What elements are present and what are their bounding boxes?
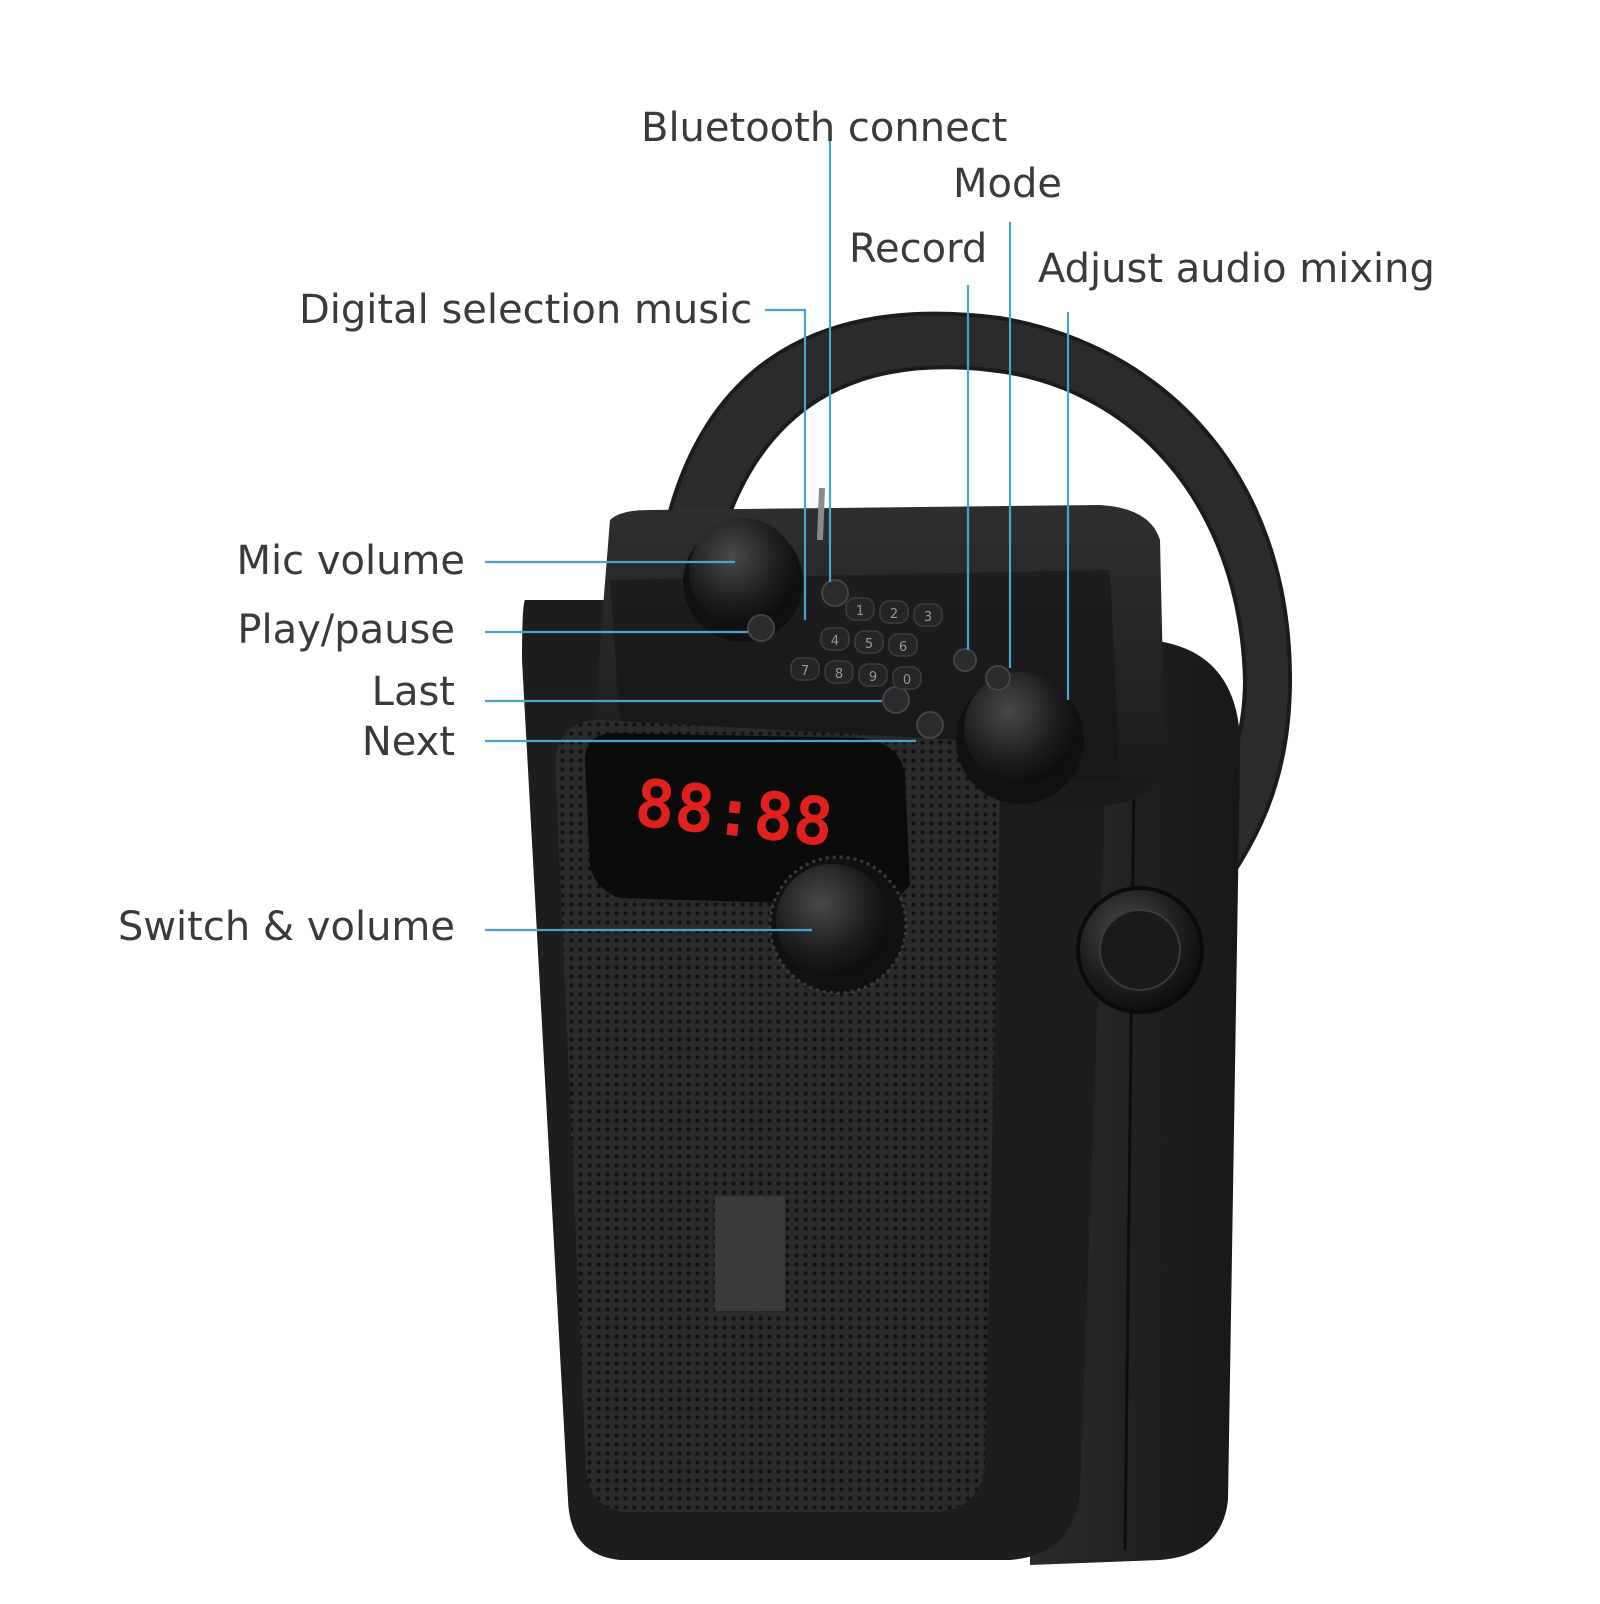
record-button — [953, 648, 977, 672]
label-record: Record — [849, 226, 988, 272]
last-button — [882, 686, 910, 714]
keypad-key-4[interactable]: 4 — [820, 627, 850, 651]
keypad-key-label: 6 — [899, 640, 907, 655]
keypad-key-label: 0 — [903, 673, 911, 688]
keypad-key-label: 5 — [865, 637, 873, 652]
label-mic-volume: Mic volume — [236, 538, 465, 584]
keypad-key-0[interactable]: 0 — [892, 666, 922, 690]
label-play-pause: Play/pause — [237, 607, 455, 653]
play-pause-button — [747, 614, 775, 642]
label-bluetooth-connect: Bluetooth connect — [641, 105, 1008, 151]
label-last: Last — [371, 669, 455, 715]
label-mode: Mode — [953, 161, 1062, 207]
keypad-key-5[interactable]: 5 — [854, 630, 884, 654]
keypad-key-label: 8 — [835, 667, 843, 682]
label-next: Next — [361, 719, 455, 765]
keypad-key-1[interactable]: 1 — [845, 597, 875, 621]
label-adjust-audio-mixing: Adjust audio mixing — [1038, 246, 1435, 292]
mic-volume-knob — [683, 518, 803, 642]
leader-lines — [485, 132, 1070, 932]
keypad-key-2[interactable]: 2 — [879, 600, 909, 624]
keypad-key-6[interactable]: 6 — [888, 633, 918, 657]
mixing-knob — [956, 672, 1084, 804]
logo-placeholder — [715, 1196, 785, 1311]
leader-digital-selection — [765, 308, 807, 620]
label-digital-selection-music: Digital selection music — [299, 287, 753, 333]
label-switch-volume: Switch & volume — [117, 904, 455, 950]
keypad: 1 2 3 4 5 6 7 8 9 0 — [790, 597, 943, 690]
mode-button — [985, 665, 1011, 691]
keypad-key-label: 9 — [869, 670, 877, 685]
keypad-key-8[interactable]: 8 — [824, 660, 854, 684]
keypad-key-label: 2 — [890, 607, 898, 622]
keypad-key-label: 1 — [856, 604, 864, 619]
keypad-key-label: 4 — [831, 634, 839, 649]
next-button — [916, 711, 944, 739]
switch-volume-knob — [768, 855, 908, 995]
keypad-key-7[interactable]: 7 — [790, 657, 820, 681]
keypad-key-label: 3 — [924, 610, 932, 625]
keypad-key-9[interactable]: 9 — [858, 663, 888, 687]
keypad-key-3[interactable]: 3 — [913, 603, 943, 627]
keypad-key-label: 7 — [801, 664, 809, 679]
bluetooth-button — [821, 579, 849, 607]
antenna — [817, 487, 825, 541]
